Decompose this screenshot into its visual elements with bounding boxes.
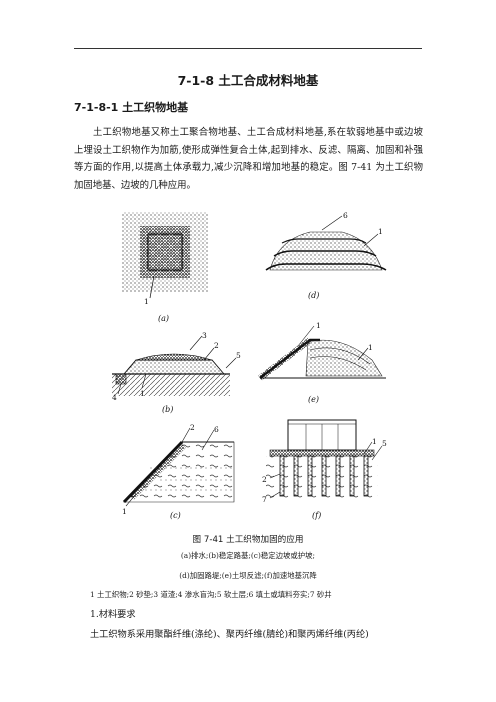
caption-line-1: (a)排水;(b)稳定路基;(c)稳定边坡或护坡; — [180, 551, 316, 560]
callout-f5: 5 — [382, 439, 387, 448]
body-paragraph: 土工织物地基又称土工聚合物地基、土工合成材料地基,系在软弱地基中或边坡上埋设土工… — [74, 127, 423, 191]
panel-label-d: (d) — [308, 291, 319, 300]
section-text: 土工织物系采用聚酯纤维(涤纶)、聚丙纤维(腈纶)和聚丙烯纤维(丙纶) — [90, 629, 369, 640]
figure-caption: 图 7-41 土工织物加固的应用 — [192, 535, 304, 545]
callout-a1: 1 — [144, 297, 149, 306]
header-rule — [74, 48, 422, 49]
subsection-title: 7-1-8-1 土工织物地基 — [74, 101, 189, 114]
callout-d1: 1 — [378, 227, 383, 236]
callout-b2: 2 — [214, 341, 219, 350]
panel-label-f: (f) — [312, 511, 321, 520]
figure-7-41: 1 (a) 6 1 (d) — [110, 210, 392, 528]
callout-e1a: 1 — [316, 321, 321, 330]
callout-c6: 6 — [214, 425, 219, 434]
callout-b5: 5 — [236, 351, 241, 360]
caption-line-2: (d)加固路堤;(e)土坝反滤;(f)加速地基沉降 — [179, 571, 317, 580]
panel-b-roadbed: 3 2 5 4 1 (b) — [112, 331, 241, 414]
callout-c1: 1 — [122, 507, 127, 516]
panel-label-b: (b) — [162, 405, 173, 414]
callout-b4: 4 — [112, 393, 117, 402]
callout-b1: 1 — [140, 389, 145, 398]
panel-c-slope: 2 6 1 (c) — [122, 423, 235, 520]
callout-f2: 2 — [262, 475, 267, 484]
panel-d-embankment: 6 1 (d) — [265, 211, 387, 300]
panel-label-a: (a) — [158, 314, 169, 323]
callout-b3: 3 — [202, 331, 207, 340]
section-title: 7-1-8 土工合成材料地基 — [177, 73, 319, 88]
callout-f1: 1 — [372, 437, 377, 446]
figure-illustration: 1 (a) 6 1 (d) — [112, 211, 387, 520]
panel-label-c: (c) — [170, 511, 181, 520]
callout-c2: 2 — [190, 423, 195, 432]
panel-f-consolidation: 1 5 2 7 (f) — [262, 419, 387, 520]
callout-f7: 7 — [262, 495, 267, 504]
panel-label-e: (e) — [308, 395, 319, 404]
figure-legend: 1 土工织物;2 砂垫;3 道渣;4 渗水盲沟;5 软土层;6 填土或填料夯实;… — [90, 590, 332, 599]
callout-e1b: 1 — [368, 343, 373, 352]
panel-e-dam-filter: 1 1 (e) — [258, 321, 386, 404]
callout-d6: 6 — [343, 211, 348, 220]
section-heading: 1.材料要求 — [90, 609, 136, 620]
panel-a-drainage: 1 (a) — [122, 212, 208, 323]
